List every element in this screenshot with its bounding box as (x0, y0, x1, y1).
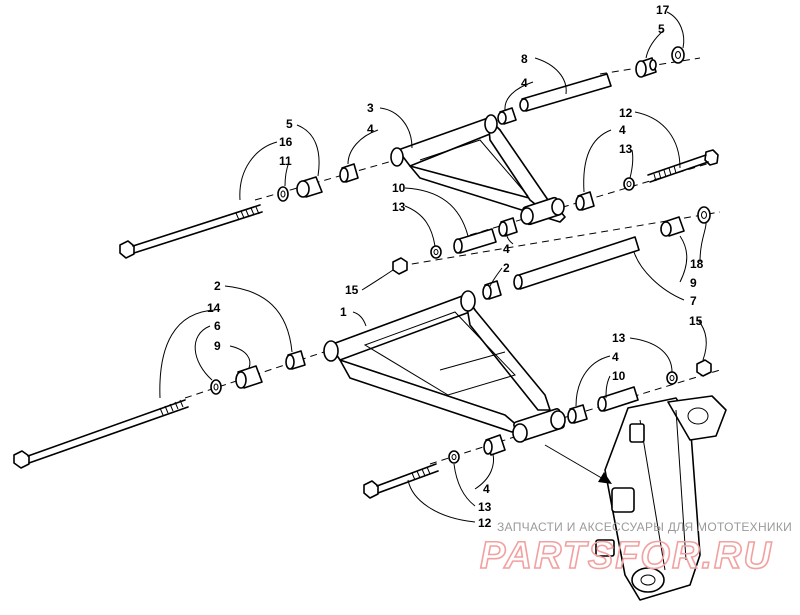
callout-5: 5 (658, 22, 665, 36)
callout-9: 9 (214, 339, 221, 353)
callout-18: 18 (690, 257, 704, 271)
bushing-4-f (483, 434, 506, 456)
callout-14: 14 (207, 301, 221, 315)
callout-1: 1 (340, 305, 347, 319)
bushing-4-b (339, 163, 359, 183)
washer-6 (210, 379, 222, 395)
assembly-arrow (544, 444, 612, 484)
washer-13-c (666, 371, 678, 385)
callout-7: 7 (690, 294, 697, 308)
callout-10: 10 (612, 369, 626, 383)
callout-5: 5 (286, 117, 293, 131)
leader-lines (159, 11, 707, 523)
callout-12: 12 (478, 516, 492, 530)
shaft-8 (519, 73, 612, 112)
callout-17: 17 (656, 3, 670, 17)
nut-15-b (696, 359, 712, 377)
bushing-10-a (453, 228, 497, 254)
callout-13: 13 (612, 331, 626, 345)
callout-11: 11 (279, 154, 292, 168)
bushing-5-b (296, 176, 323, 198)
bolt-16 (119, 204, 263, 259)
shaft-7 (513, 236, 640, 290)
callout-3: 3 (367, 101, 374, 115)
callout-9: 9 (690, 276, 697, 290)
washer-13-a (623, 177, 635, 191)
watermark-brand-logo: PARTSFOR.RU (480, 535, 773, 577)
callout-12: 12 (619, 106, 633, 120)
nut-15-a (392, 257, 408, 275)
callout-10: 10 (392, 181, 406, 195)
callout-13: 13 (619, 142, 633, 156)
upper-a-arm (390, 114, 566, 226)
bushing-4-d (498, 217, 518, 237)
washer-13-b (430, 245, 442, 259)
callout-13: 13 (478, 500, 492, 514)
bolt-12-upper (647, 149, 719, 183)
spindle-assembly (595, 395, 727, 601)
callout-2: 2 (503, 261, 510, 275)
callout-2: 2 (214, 279, 221, 293)
bushing-9-b (235, 365, 263, 389)
callout-numbers: 17 5 8 4 3 4 5 16 11 12 4 13 10 13 4 15 … (207, 3, 704, 530)
bolt-12-lower (363, 463, 439, 499)
callout-16: 16 (279, 135, 293, 149)
lower-a-arm (323, 290, 566, 443)
callout-4: 4 (619, 123, 626, 137)
bushing-9-a (660, 216, 685, 237)
bushing-2-a (482, 280, 502, 300)
callout-4: 4 (483, 482, 490, 496)
callout-4: 4 (503, 242, 510, 256)
washer-13-d (448, 450, 460, 464)
bushing-4-a (497, 107, 517, 125)
bolt-14 (13, 399, 189, 469)
callout-4: 4 (367, 122, 374, 136)
washer-18 (697, 206, 711, 224)
callout-4: 4 (612, 350, 619, 364)
watermark: ЗАПЧАСТИ И АКСЕССУАРЫ ДЛЯ МОТОТЕХНИКИ PA… (479, 520, 792, 578)
callout-4: 4 (521, 76, 528, 90)
washer-17 (671, 46, 685, 64)
callout-15: 15 (689, 314, 703, 328)
callout-13: 13 (392, 200, 406, 214)
watermark-tagline: ЗАПЧАСТИ И АКСЕССУАРЫ ДЛЯ МОТОТЕХНИКИ (497, 520, 792, 534)
callout-15: 15 (345, 283, 359, 297)
callout-6: 6 (214, 319, 221, 333)
bushing-4-e (567, 404, 588, 424)
bolts (13, 149, 719, 499)
bushing-10-b (597, 386, 639, 412)
callout-8: 8 (521, 52, 528, 66)
bushing-5-a (635, 57, 657, 78)
bushing-4-c (575, 191, 595, 211)
washer-11 (277, 186, 289, 202)
bushing-2-b (285, 350, 306, 370)
